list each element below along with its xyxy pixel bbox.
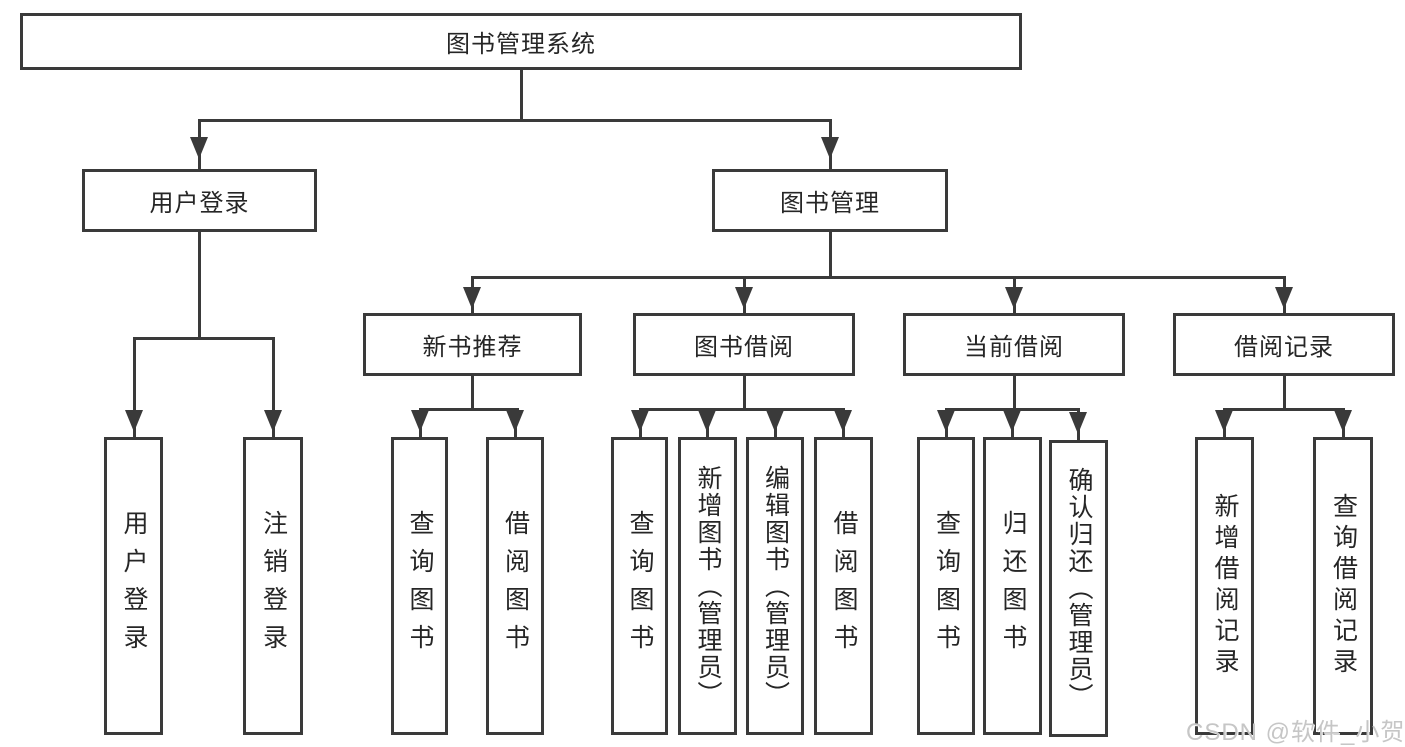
- connector-line: [198, 119, 832, 122]
- connector-line: [471, 276, 1286, 279]
- connector-line: [829, 232, 832, 276]
- leaf-logout: 注销登录: [243, 437, 303, 735]
- leaf-cb-return-books: 归还图书: [983, 437, 1042, 735]
- leaf-bb-borrow-books-label: 借阅图书: [830, 510, 858, 662]
- leaf-cb-return-books-label: 归还图书: [999, 510, 1027, 662]
- node-current-borrow: 当前借阅: [903, 313, 1125, 376]
- leaf-bb-edit-books-admin: 编辑图书（管理员）: [746, 437, 804, 735]
- connector-line: [1223, 408, 1345, 411]
- leaf-br-query-record-label: 查询借阅记录: [1329, 493, 1358, 679]
- arrow-down-icon: [264, 410, 282, 432]
- node-borrow-records-label: 借阅记录: [1234, 334, 1334, 361]
- arrow-down-icon: [1005, 287, 1023, 309]
- arrow-down-icon: [735, 287, 753, 309]
- node-book-management-label: 图书管理: [780, 190, 880, 217]
- leaf-cb-confirm-return-admin: 确认归还（管理员）: [1049, 440, 1108, 737]
- leaf-nb-borrow-books-label: 借阅图书: [501, 510, 530, 662]
- leaf-br-query-record: 查询借阅记录: [1313, 437, 1373, 735]
- arrow-down-icon: [506, 410, 524, 432]
- connector-line: [133, 337, 136, 437]
- connector-line: [743, 376, 746, 408]
- connector-line: [272, 337, 275, 437]
- leaf-bb-add-books-admin: 新增图书（管理员）: [678, 437, 737, 735]
- leaf-nb-query-books-label: 查询图书: [406, 510, 434, 662]
- connector-line: [520, 70, 523, 122]
- leaf-br-add-record-label: 新增借阅记录: [1211, 493, 1239, 679]
- arrow-down-icon: [1069, 412, 1087, 434]
- leaf-user-login: 用户登录: [104, 437, 163, 735]
- node-new-book-recommend-label: 新书推荐: [422, 334, 523, 361]
- arrow-down-icon: [411, 410, 429, 432]
- leaf-bb-query-books-label: 查询图书: [626, 510, 654, 662]
- leaf-bb-borrow-books: 借阅图书: [814, 437, 873, 735]
- leaf-bb-query-books: 查询图书: [611, 437, 668, 735]
- arrow-down-icon: [1003, 410, 1021, 432]
- connector-line: [419, 408, 519, 411]
- arrow-down-icon: [463, 287, 481, 309]
- arrow-down-icon: [821, 137, 839, 159]
- node-user-login: 用户登录: [82, 169, 317, 232]
- leaf-user-login-label: 用户登录: [120, 510, 148, 662]
- leaf-cb-query-books: 查询图书: [917, 437, 975, 735]
- connector-line: [1013, 376, 1016, 408]
- arrow-down-icon: [190, 137, 208, 159]
- node-new-book-recommend: 新书推荐: [363, 313, 582, 376]
- node-root-label: 图书管理系统: [446, 31, 596, 58]
- arrow-down-icon: [766, 410, 784, 432]
- connector-line: [198, 232, 201, 337]
- leaf-br-add-record: 新增借阅记录: [1195, 437, 1254, 735]
- connector-line: [471, 376, 474, 408]
- leaf-cb-confirm-return-admin-label: 确认归还（管理员）: [1065, 467, 1093, 710]
- leaf-bb-edit-books-admin-label: 编辑图书（管理员）: [761, 464, 790, 708]
- node-root: 图书管理系统: [20, 13, 1022, 70]
- connector-line: [639, 408, 845, 411]
- node-book-borrow: 图书借阅: [633, 313, 855, 376]
- arrow-down-icon: [1215, 410, 1233, 432]
- leaf-bb-add-books-admin-label: 新增图书（管理员）: [694, 464, 722, 708]
- arrow-down-icon: [631, 410, 649, 432]
- node-book-management: 图书管理: [712, 169, 948, 232]
- watermark-text: CSDN @软件_小贺同学: [1186, 719, 1405, 746]
- leaf-nb-borrow-books: 借阅图书: [486, 437, 544, 735]
- arrow-down-icon: [125, 410, 143, 432]
- node-book-borrow-label: 图书借阅: [694, 334, 794, 361]
- arrow-down-icon: [1275, 287, 1293, 309]
- arrow-down-icon: [937, 410, 955, 432]
- arrow-down-icon: [698, 410, 716, 432]
- arrow-down-icon: [834, 410, 852, 432]
- leaf-nb-query-books: 查询图书: [391, 437, 448, 735]
- connector-line: [133, 337, 275, 340]
- arrow-down-icon: [1334, 410, 1352, 432]
- node-borrow-records: 借阅记录: [1173, 313, 1395, 376]
- connector-line: [1283, 376, 1286, 408]
- leaf-logout-label: 注销登录: [259, 510, 288, 662]
- node-user-login-label: 用户登录: [149, 190, 250, 217]
- leaf-cb-query-books-label: 查询图书: [932, 510, 961, 662]
- node-current-borrow-label: 当前借阅: [964, 334, 1064, 361]
